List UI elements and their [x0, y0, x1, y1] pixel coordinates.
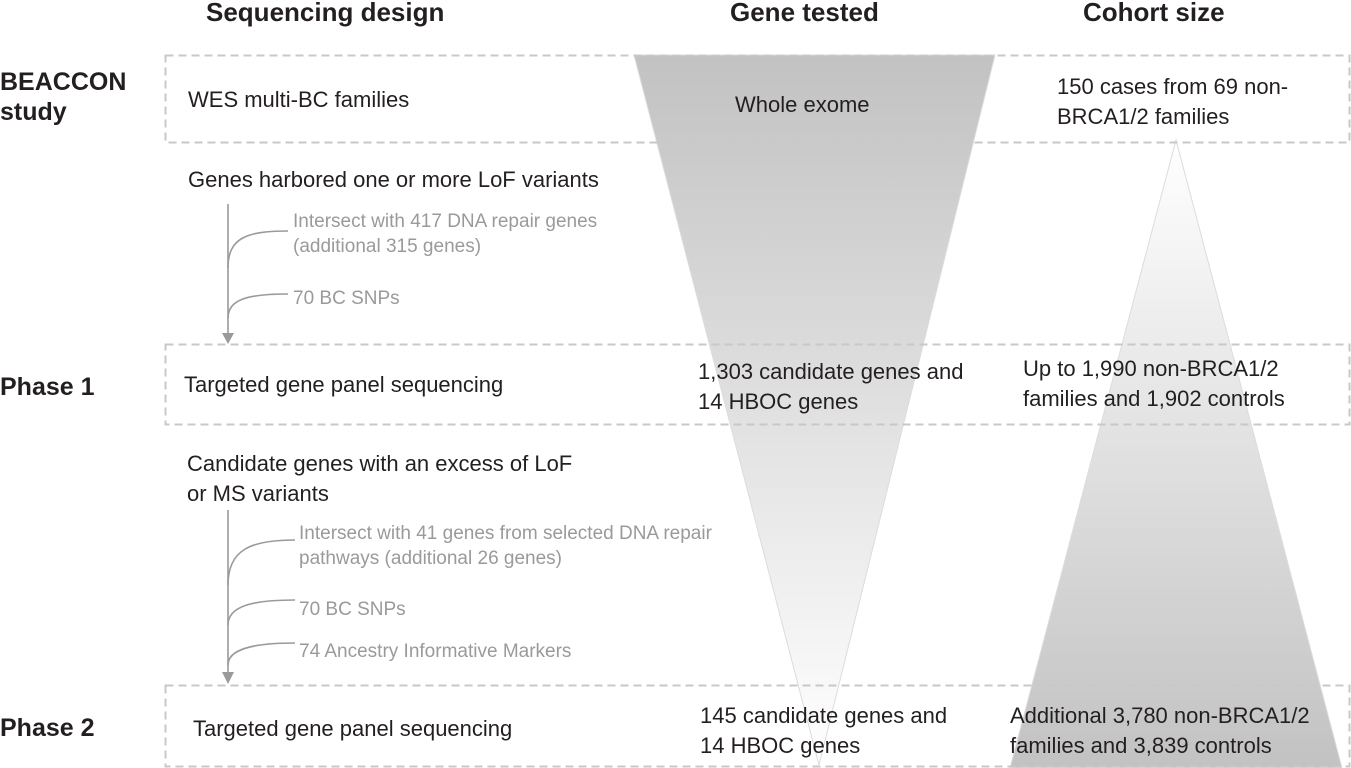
phase2-design: Targeted gene panel sequencing	[193, 716, 513, 741]
transition-2-input-dna-repair: Intersect with 41 genes from selected DN…	[299, 523, 712, 569]
transition-1-input-snps: 70 BC SNPs	[293, 288, 400, 309]
stage-label-phase1: Phase 1	[0, 373, 95, 401]
phase1-row-box	[164, 343, 1351, 426]
transition-1-arrow	[227, 204, 289, 335]
phase1-gene: 1,303 candidate genes and 14 HBOC genes	[698, 359, 964, 414]
phase1-design: Targeted gene panel sequencing	[184, 372, 504, 397]
transition-2-input-aims: 74 Ancestry Informative Markers	[299, 641, 572, 662]
phase2-row-box	[164, 684, 1351, 768]
header-sequencing-design: Sequencing design	[206, 0, 445, 27]
transition-1-input-dna-repair: Intersect with 417 DNA repair genes (add…	[293, 211, 598, 257]
gene-funnel	[633, 54, 996, 766]
beaccon-row-box	[164, 54, 1351, 144]
transition-2-input-snps: 70 BC SNPs	[299, 599, 406, 620]
transition-2-arrowhead	[222, 672, 234, 684]
phase2-cohort: Additional 3,780 non-BRCA1/2 families an…	[1010, 703, 1310, 758]
transition-2-arrow	[227, 510, 296, 672]
phase1-cohort: Up to 1,990 non-BRCA1/2 families and 1,9…	[1023, 356, 1285, 411]
beaccon-design: WES multi-BC families	[188, 87, 410, 112]
cohort-funnel	[1009, 138, 1343, 768]
transition-2-main: Candidate genes with an excess of LoF or…	[187, 451, 573, 506]
header-gene-tested: Gene tested	[730, 0, 879, 27]
stage-label-beaccon: BEACCON study	[0, 68, 127, 126]
beaccon-gene: Whole exome	[735, 92, 870, 117]
header-cohort-size: Cohort size	[1083, 0, 1225, 27]
beaccon-cohort: 150 cases from 69 non-BRCA1/2 families	[1057, 74, 1289, 129]
transition-1-main: Genes harbored one or more LoF variants	[188, 167, 599, 192]
phase2-gene: 145 candidate genes and 14 HBOC genes	[700, 703, 948, 758]
transition-1-arrowhead	[222, 333, 234, 344]
stage-label-phase2: Phase 2	[0, 714, 95, 742]
